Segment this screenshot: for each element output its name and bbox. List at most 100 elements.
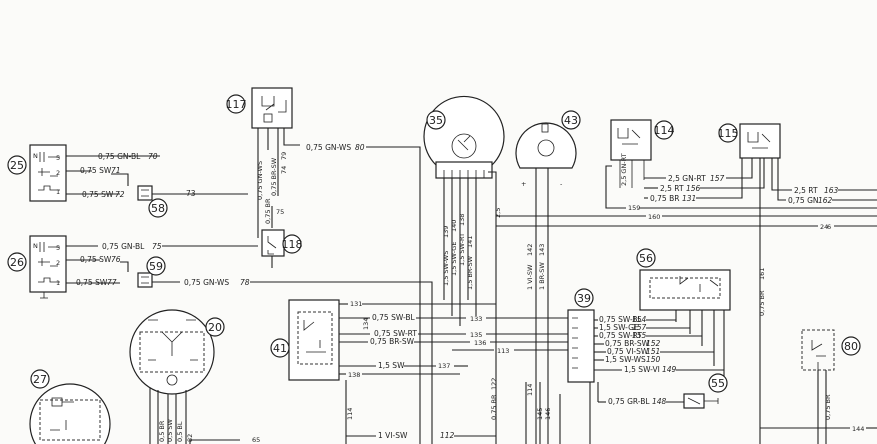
label-vertical: 1 BR-SW [538,262,546,290]
wire-number: 159 [628,204,640,212]
wire-number: 142 [526,244,534,256]
label-c59-gnws: 0,75 GN-WS [184,278,229,287]
component-27 [29,383,111,444]
wire-number: 145 [536,408,544,420]
callout-circle [270,338,290,358]
label-c39-swvi: 1,5 SW-VI [624,365,660,374]
callout-118: 118 [282,234,303,254]
callout-115: 115 [718,123,739,143]
callout-27: 27 [30,369,50,389]
component-56 [639,269,731,311]
callout-number: 118 [282,238,303,251]
wire-number: 73 [186,189,196,198]
wire-number: 76 [111,255,121,264]
callout-circle [7,252,27,272]
label-c41-swrt: 0,75 SW-RT [374,329,417,338]
wire-number: 138 [458,214,466,226]
callout-20: 20 [205,317,225,337]
callout-circle [574,288,594,308]
callout-circle [654,120,674,140]
label-c26-sw76: 0,75 SW [80,255,112,264]
wire-number: 131 [350,300,362,308]
wire-number: 161 [758,268,766,280]
callout-number: 114 [654,124,675,137]
wire-number: 160 [648,213,660,221]
callout-number: 58 [151,202,165,215]
label-c39-swge: 1,5 SW-GE [599,323,639,332]
label-vertical: 0,75 BR [264,198,272,224]
callout-35: 35 [426,110,446,130]
callout-circle [30,369,50,389]
wire-number: 131 [682,194,696,203]
label-grbl: 0,75 GR-BL [608,397,650,406]
label-c25-gnbl: 0,75 GN-BL [98,152,141,161]
wire-number: 78 [240,278,250,287]
callout-circle [146,256,166,276]
label-c26-sw77: 0,75 SW [76,278,108,287]
wire-number: 133 [470,315,482,323]
svg-text:5: 5 [56,244,60,252]
wire-number: 139 [442,226,450,238]
wire-number: 150 [646,355,661,364]
component-41 [288,299,340,381]
svg-text:2: 2 [56,259,60,267]
wire-number: 149 [662,365,677,374]
callout-number: 80 [844,340,858,353]
label-vertical: 0,5 BR [158,420,166,442]
callout-number: 26 [10,256,24,269]
wire-number: 138 [348,371,360,379]
callout-circle [205,317,225,337]
label-c39-swws: 1,5 SW-WS [605,355,646,364]
wire-number: 113 [497,347,509,355]
wire-number: 74 [280,166,288,174]
wire-number: 114 [526,384,534,396]
component-20 [129,309,215,395]
callout-circle [148,198,168,218]
connector-59 [137,272,153,288]
callout-number: 59 [149,260,163,273]
component-114-relay [610,119,652,188]
label-rt163: 2,5 RT [794,186,818,195]
label-gn162: 0,75 GN [788,196,819,205]
callout-number: 43 [564,114,578,127]
label-c117-gnws: 0,75 GN-WS [306,143,351,152]
callout-26: 26 [7,252,27,272]
wire-number: 77 [107,278,117,287]
label-rt156: 2,5 RT [660,184,684,193]
wire-number: 143 [538,244,546,256]
callout-58: 58 [148,198,168,218]
wire-number: 157 [710,174,725,183]
component-80 [801,329,835,371]
wire-number: 163 [824,186,839,195]
callout-circle [426,110,446,130]
component-35 [423,95,505,179]
callout-number: 41 [273,342,287,355]
callout-number: 117 [226,98,247,111]
wire-number: 137 [438,362,450,370]
label-c26-gnbl: 0,75 GN-BL [102,242,145,251]
callout-80: 80 [841,336,861,356]
callout-number: 39 [577,292,591,305]
callout-number: 35 [429,114,443,127]
callout-circle [561,110,581,130]
label-c39-swbl: 0,75 SW-BL [599,315,643,324]
callout-25: 25 [7,155,27,175]
label-c41-brsw: 0,75 BR-SW [370,337,415,346]
callout-number: 25 [10,159,24,172]
callout-43: 43 [561,110,581,130]
svg-text:1: 1 [56,279,60,287]
callout-number: 56 [639,252,653,265]
component-43: + - [515,122,577,188]
label-vertical: 0,75 BR [490,394,498,420]
svg-text:2: 2 [56,169,60,177]
callout-39: 39 [574,288,594,308]
label-c39-visw: 0,75 VI-SW [607,347,649,356]
callout-56: 56 [636,248,656,268]
wire-number: 154 [632,315,647,324]
callout-41: 41 [270,338,290,358]
component-39 [567,309,595,383]
label-vertical: 0,75 GN-WS [256,161,264,200]
callout-number: 115 [718,127,739,140]
wire-number: 112 [440,431,455,440]
label-vertical: 1,5 SW-GE [450,242,458,276]
